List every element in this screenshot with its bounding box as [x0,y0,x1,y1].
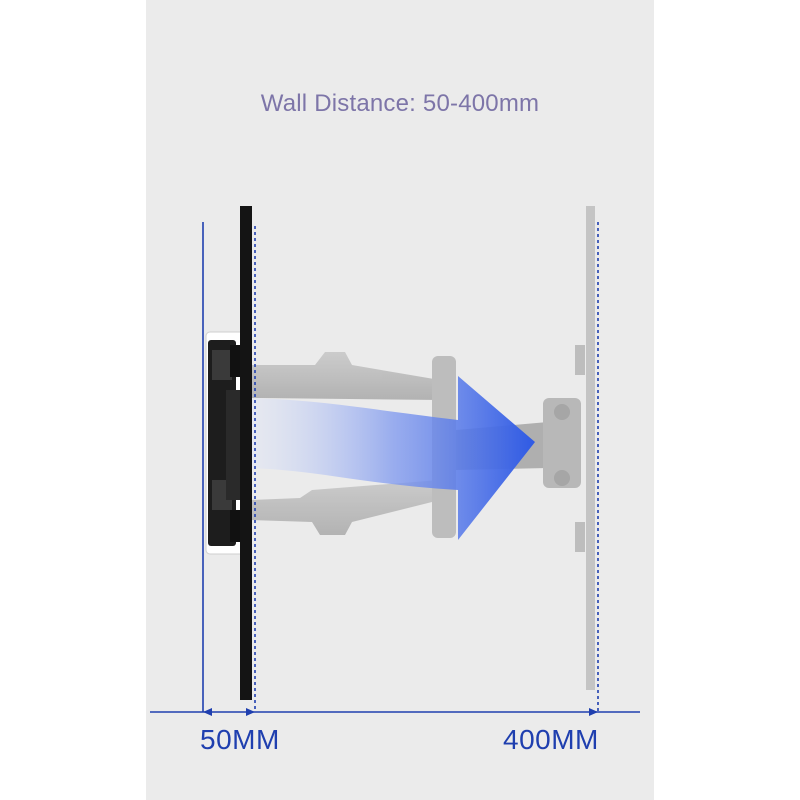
compact-mount [205,331,248,555]
dimension-lines [150,222,640,716]
distance-arrow [248,376,535,540]
tv-ghost-far [586,206,595,690]
max-distance-label: 400MM [503,724,599,755]
tv-panel-near [240,206,252,700]
min-distance-label: 50MM [200,724,280,755]
page-title: Wall Distance: 50-400mm [260,90,540,117]
